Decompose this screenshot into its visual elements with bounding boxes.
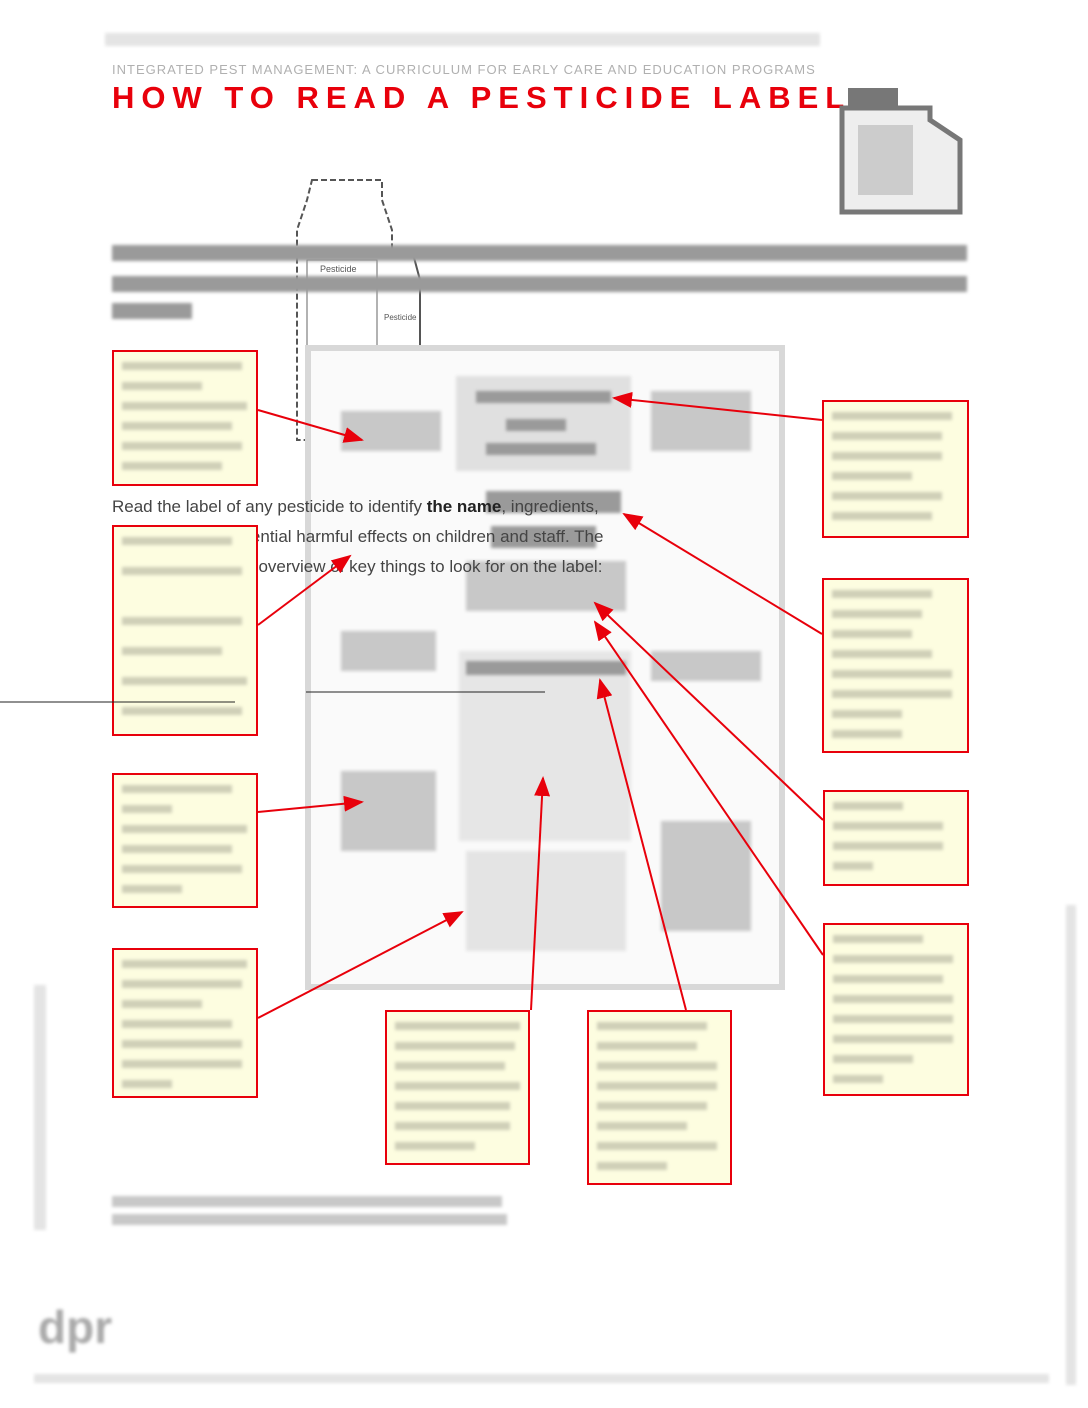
intro-text: Read the label of any pesticide to ident… bbox=[112, 497, 427, 516]
callout-box bbox=[823, 923, 969, 1096]
callout-box bbox=[112, 525, 258, 736]
pesticide-label-diagram bbox=[305, 345, 785, 990]
callout-box bbox=[385, 1010, 530, 1165]
blurred-body-line bbox=[112, 245, 967, 261]
callout-box bbox=[112, 350, 258, 486]
callout-box bbox=[112, 773, 258, 908]
page-title: HOW TO READ A PESTICIDE LABEL bbox=[112, 80, 852, 115]
callout-box bbox=[823, 790, 969, 886]
blurred-body-line bbox=[112, 303, 192, 319]
pesticide-jug-icon bbox=[839, 88, 963, 215]
callout-box bbox=[822, 578, 969, 753]
bottle-label-1: Pesticide bbox=[320, 264, 357, 274]
running-title: INTEGRATED PEST MANAGEMENT: A CURRICULUM… bbox=[112, 62, 816, 77]
blurred-footnote bbox=[112, 1196, 502, 1207]
intro-bold: the name bbox=[426, 497, 502, 516]
callout-box bbox=[587, 1010, 732, 1185]
callout-box bbox=[822, 400, 969, 538]
blurred-body-line bbox=[112, 276, 967, 292]
blurred-vertical-text bbox=[1066, 905, 1076, 1385]
blurred-header-text bbox=[105, 33, 820, 46]
blurred-footer-text bbox=[34, 1374, 1049, 1383]
blurred-vertical-text bbox=[34, 985, 46, 1230]
dpr-logo: dpr bbox=[38, 1301, 113, 1353]
blurred-footnote bbox=[112, 1214, 507, 1225]
bottle-label-2: Pesticide bbox=[384, 313, 417, 322]
callout-box bbox=[112, 948, 258, 1098]
